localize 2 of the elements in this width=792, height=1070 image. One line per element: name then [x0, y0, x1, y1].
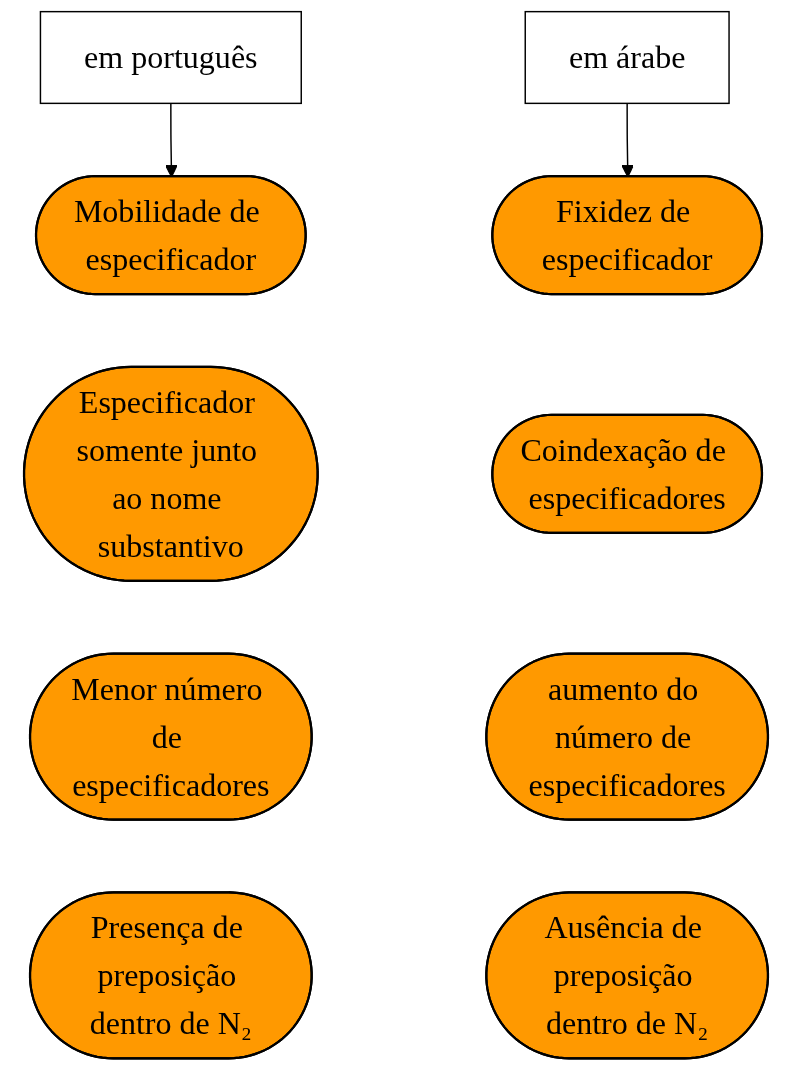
node-box: em árabe [524, 10, 730, 105]
node-box: em português [39, 10, 302, 105]
